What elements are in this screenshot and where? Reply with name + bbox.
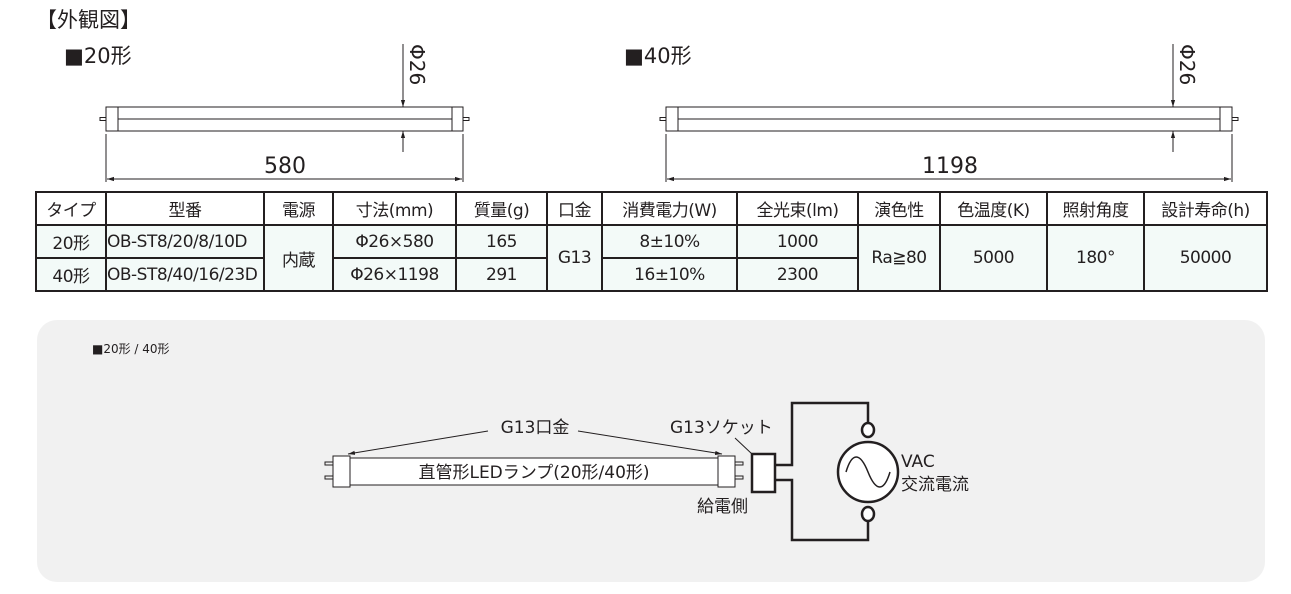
type-cell: 20形 xyxy=(35,224,107,259)
table-row: 20形 OB-ST8/20/8/10D 内蔵 Φ26×580 165 G13 8… xyxy=(35,224,1268,292)
mass-cell: 291 xyxy=(455,257,548,292)
lamp-40-length: 1198 xyxy=(922,154,978,179)
wiring-title: ■20形 / 40形 xyxy=(92,342,170,356)
lamp-40-title: ■40形 xyxy=(624,44,692,68)
lamp-40-drawing: ■40形 1198 Φ26 xyxy=(624,44,1239,182)
header-cell: 全光束(lm) xyxy=(736,191,859,226)
base-cell: G13 xyxy=(546,224,603,292)
lamp-label: 直管形LEDランプ(20形/40形) xyxy=(418,463,649,483)
lumen-cell: 2300 xyxy=(736,257,859,292)
header-cell: 演色性 xyxy=(857,191,941,226)
header-cell: 電源 xyxy=(263,191,334,226)
header-cell: 質量(g) xyxy=(455,191,548,226)
ac-label: 交流電流 xyxy=(901,475,969,495)
angle-cell: 180° xyxy=(1046,224,1145,292)
wiring-panel: ■20形 / 40形 G13口金 G13ソケット 直管形LEDランプ(20形/4… xyxy=(37,320,1265,582)
lamp-20-title: ■20形 xyxy=(64,44,132,68)
header-cell: 設計寿命(h) xyxy=(1143,191,1268,226)
size-cell: Φ26×1198 xyxy=(332,257,457,292)
mass-cell: 165 xyxy=(455,224,548,259)
type-cell: 40形 xyxy=(35,257,107,292)
header-cell: 消費電力(W) xyxy=(601,191,738,226)
spec-table: タイプ 型番 電源 寸法(mm) 質量(g) 口金 消費電力(W) 全光束(lm… xyxy=(35,191,1268,292)
heading: 【外観図】 xyxy=(36,8,141,32)
feed-side-label: 給電側 xyxy=(697,497,748,517)
header-cell: 色温度(K) xyxy=(939,191,1048,226)
socket-label: G13ソケット xyxy=(670,418,773,438)
table-header-row: タイプ 型番 電源 寸法(mm) 質量(g) 口金 消費電力(W) 全光束(lm… xyxy=(35,191,1268,226)
header-cell: タイプ xyxy=(35,191,107,226)
base-label: G13口金 xyxy=(501,418,570,438)
table-row: 40形 OB-ST8/40/16/23D Φ26×1198 291 16±10%… xyxy=(35,257,1267,292)
header-cell: 口金 xyxy=(546,191,603,226)
vac-label: VAC xyxy=(901,452,935,472)
model-cell: OB-ST8/20/8/10D xyxy=(105,224,265,259)
lamp-40-diameter: Φ26 xyxy=(1175,44,1199,85)
header-cell: 照射角度 xyxy=(1046,191,1145,226)
lumen-cell: 1000 xyxy=(736,224,859,259)
cri-cell: Ra≧80 xyxy=(857,224,941,292)
life-cell: 50000 xyxy=(1143,224,1268,292)
lamp-20-length: 580 xyxy=(264,154,306,179)
power-cell: 16±10% xyxy=(601,257,738,292)
lamp-20-drawing: ■20形 580 Φ26 xyxy=(64,44,470,182)
supply-cell: 内蔵 xyxy=(263,224,334,292)
model-cell: OB-ST8/40/16/23D xyxy=(105,257,265,292)
header-cell: 型番 xyxy=(105,191,265,226)
size-cell: Φ26×580 xyxy=(332,224,457,259)
lamp-20-diameter: Φ26 xyxy=(405,44,429,85)
color-temp-cell: 5000 xyxy=(939,224,1048,292)
power-cell: 8±10% xyxy=(601,224,738,259)
header-cell: 寸法(mm) xyxy=(332,191,457,226)
